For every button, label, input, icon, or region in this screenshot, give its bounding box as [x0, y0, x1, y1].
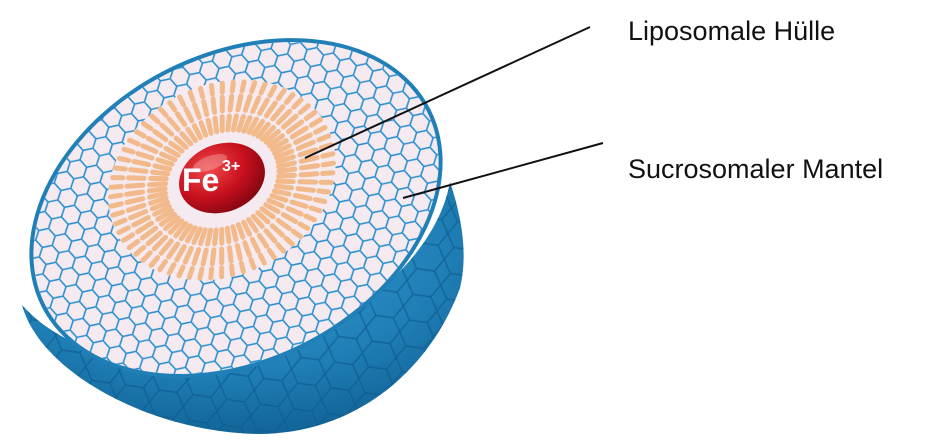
liposome-ray	[232, 266, 233, 275]
liposome-ray	[233, 227, 236, 240]
liposome-ray	[200, 269, 202, 278]
liposome-ray	[201, 88, 203, 96]
liposome-ray	[212, 85, 213, 94]
liposome-ray	[241, 263, 243, 271]
liposome-ray	[319, 191, 329, 192]
liposome-ray	[111, 204, 121, 206]
label-liposomal-shell: Liposomale Hülle	[628, 18, 835, 45]
liposome-ray	[279, 175, 295, 176]
liposome-ray	[302, 166, 318, 168]
liposome-ray	[230, 248, 232, 262]
liposome-ray	[111, 195, 121, 197]
liposome-ray	[232, 82, 233, 91]
liposome-ray	[208, 120, 211, 133]
liposome-ray	[276, 186, 291, 188]
liposome-ray	[238, 96, 241, 110]
liposome-ray	[237, 245, 240, 258]
core-symbol: Fe	[182, 162, 219, 198]
liposome-ray	[228, 116, 230, 130]
liposome-ray	[274, 191, 289, 194]
liposome-ray	[215, 118, 217, 132]
liposome-ray	[260, 255, 264, 263]
liposome-ray	[134, 162, 149, 165]
liposome-ray	[155, 166, 170, 169]
core-charge: 3+	[222, 158, 240, 175]
liposome-ray	[124, 149, 133, 152]
liposome-ray	[116, 168, 126, 169]
liposome-ray	[190, 92, 193, 100]
liposome-ray	[213, 99, 215, 113]
liposome-ray	[252, 83, 255, 92]
liposome-ray	[127, 192, 143, 194]
liposome-ray	[295, 195, 310, 198]
liposome-ray	[149, 189, 165, 191]
liposome-ray	[150, 184, 166, 185]
liposome-ray	[204, 102, 207, 115]
liposome-ray	[279, 169, 295, 171]
liposome-ray	[203, 250, 206, 264]
liposome-ray	[208, 230, 211, 244]
liposome-ray	[180, 97, 184, 105]
liposome-ray	[127, 185, 143, 186]
liposome-ray	[130, 140, 139, 144]
liposome-ray	[212, 250, 214, 264]
label-sucrosomal-mantle: Sucrosomaler Mantel	[628, 156, 883, 183]
liposome-ray	[315, 200, 324, 202]
liposome-ray	[251, 260, 254, 268]
liposome-ray	[211, 269, 212, 278]
liposome-ray	[153, 172, 168, 174]
liposome-ray	[227, 228, 229, 242]
liposome-ray	[111, 187, 121, 188]
liposome-ray	[323, 154, 333, 156]
liposome-ray	[230, 96, 232, 110]
liposome-ray	[131, 170, 146, 172]
liposome-ray	[113, 212, 123, 215]
liposome-ray	[233, 116, 236, 130]
liposome-ray	[323, 173, 333, 174]
liposome-ray	[311, 208, 320, 211]
liposome-ray	[301, 174, 317, 175]
liposome-ray	[119, 159, 128, 161]
liposome-ray	[189, 269, 192, 278]
liposome-ray	[306, 216, 315, 220]
liposome-ray	[298, 189, 313, 191]
liposome-ray	[323, 163, 333, 165]
liposome-ray	[242, 82, 244, 91]
liposome-ray	[215, 230, 217, 244]
